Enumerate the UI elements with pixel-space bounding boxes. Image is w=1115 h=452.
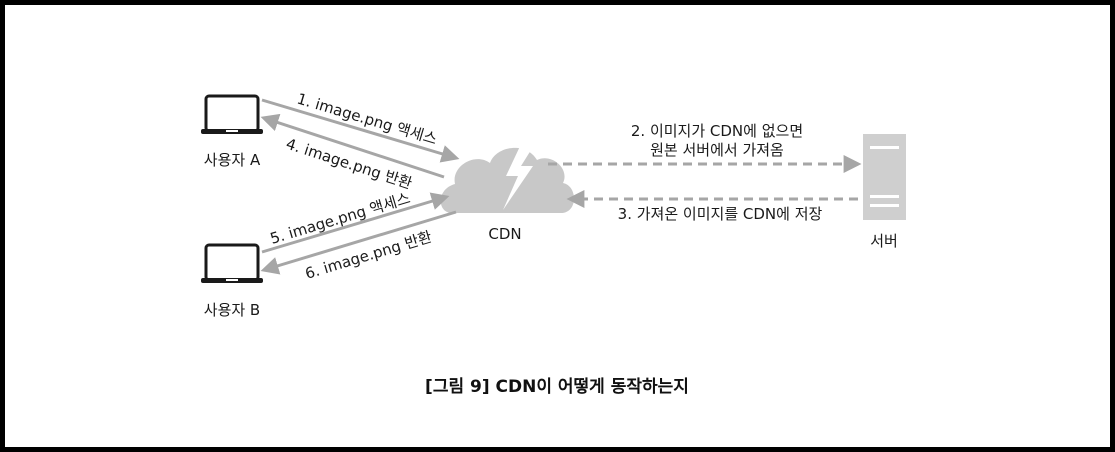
user-a-label: 사용자 A xyxy=(204,151,261,169)
server-icon xyxy=(863,134,906,220)
arrow-a-return xyxy=(260,113,445,179)
edge-label-server-to-cdn: 3. 가져온 이미지를 CDN에 저장 xyxy=(618,205,823,223)
edge-label-cdn-to-server-1: 2. 이미지가 CDN에 없으면 xyxy=(631,122,803,140)
edge-label-a-return: 4. image.png 반환 xyxy=(284,135,415,193)
figure-caption: [그림 9] CDN이 어떻게 동작하는지 xyxy=(425,376,689,397)
cdn-label: CDN xyxy=(488,225,521,243)
user-b-label: 사용자 B xyxy=(204,301,260,319)
edge-label-cdn-to-server-2: 원본 서버에서 가져옴 xyxy=(650,141,784,159)
arrow-b-return xyxy=(260,210,457,275)
laptop-icon xyxy=(201,94,263,134)
cloud-lightning-icon xyxy=(440,142,575,213)
arrow-b-access xyxy=(261,192,450,254)
arrow-a-access xyxy=(261,98,460,163)
server-label: 서버 xyxy=(870,232,898,250)
edge-label-a-access: 1. image.png 액세스 xyxy=(295,90,440,149)
laptop-icon xyxy=(201,243,263,283)
edge-label-b-return: 6. image.png 반환 xyxy=(303,228,434,283)
